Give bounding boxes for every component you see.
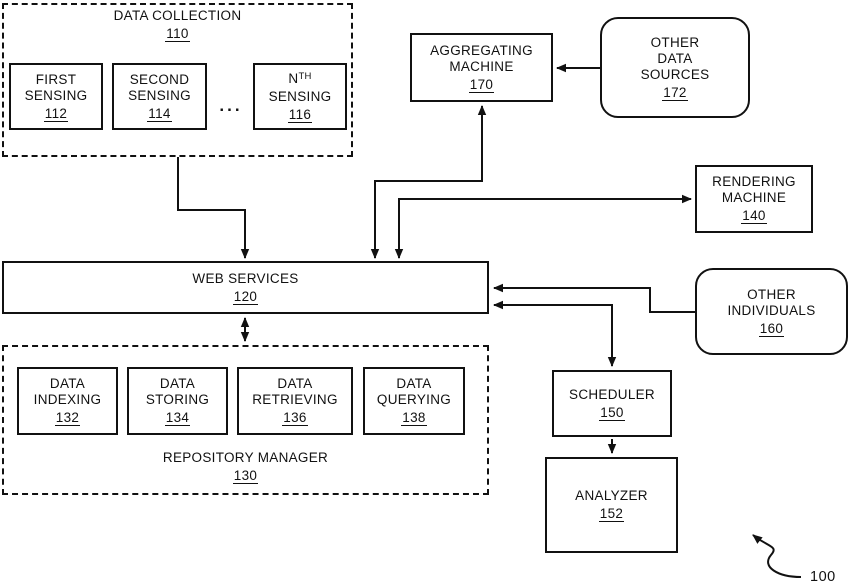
scheduler-node: SCHEDULER 150 xyxy=(552,370,672,437)
node-label-line: SENSING xyxy=(24,87,88,103)
data-indexing-node: DATA INDEXING 132 xyxy=(17,367,118,435)
node-label-line: MACHINE xyxy=(449,58,514,74)
group-label-text: DATA COLLECTION xyxy=(113,8,242,23)
node-ref-number: 170 xyxy=(468,76,495,93)
node-ref-number: 116 xyxy=(287,106,313,123)
node-label-line: OTHER xyxy=(747,286,796,302)
node-ref-number: 114 xyxy=(147,105,172,122)
node-label-line: OTHER xyxy=(650,34,700,50)
data-retrieving-node: DATA RETRIEVING 136 xyxy=(237,367,353,435)
node-label-line: RETRIEVING xyxy=(252,392,338,407)
data-collection-group-box xyxy=(2,3,353,157)
node-label-line: INDIVIDUALS xyxy=(727,302,816,318)
web-services-node: WEB SERVICES 120 xyxy=(2,261,489,314)
nth-superscript: TH xyxy=(298,70,312,82)
node-label-line: INDEXING xyxy=(33,392,102,407)
node-label-line: AGGREGATING xyxy=(430,42,533,58)
aggregating-machine-node: AGGREGATING MACHINE 170 xyxy=(410,33,553,102)
node-label-line: NTH xyxy=(288,71,311,89)
data-storing-node: DATA STORING 134 xyxy=(127,367,228,435)
other-data-sources-node: OTHER DATA SOURCES 172 xyxy=(600,17,750,118)
ellipsis-between-sensing-nodes: ... xyxy=(219,96,243,115)
nth-sensing-node: NTH SENSING 116 xyxy=(253,63,347,130)
node-label-line: MACHINE xyxy=(721,190,787,205)
node-label-line: DATA xyxy=(277,376,313,391)
node-label-line: STORING xyxy=(145,392,210,407)
node-label-line: SENSING xyxy=(128,87,191,103)
node-label-line: SOURCES xyxy=(640,66,710,82)
group-ref-number: 110 xyxy=(165,26,190,42)
repository-manager-group-box xyxy=(2,345,489,495)
group-label-text: REPOSITORY MANAGER xyxy=(162,450,329,465)
node-ref-number: 112 xyxy=(43,105,69,122)
rendering-machine-node: RENDERING MACHINE 140 xyxy=(695,165,813,233)
node-label-line: FIRST xyxy=(35,71,77,87)
node-label-line: WEB SERVICES xyxy=(192,270,299,286)
node-label-line: DATA xyxy=(49,376,86,391)
node-label-line: SCHEDULER xyxy=(569,386,655,402)
group-ref-number: 130 xyxy=(232,468,259,484)
node-ref-number: 136 xyxy=(282,410,308,426)
node-label-line: ANALYZER xyxy=(575,488,648,503)
data-collection-group-label: DATA COLLECTION 110 xyxy=(2,8,353,42)
node-label-line: DATA xyxy=(159,376,196,391)
node-ref-number: 172 xyxy=(662,84,688,101)
nth-base-text: N xyxy=(288,70,299,86)
node-ref-number: 140 xyxy=(741,208,767,224)
node-ref-number: 160 xyxy=(758,320,785,337)
node-ref-number: 150 xyxy=(599,404,625,421)
node-label-line: QUERYING xyxy=(376,392,452,407)
other-individuals-node: OTHER INDIVIDUALS 160 xyxy=(695,268,848,355)
node-label-line: DATA xyxy=(396,376,432,391)
second-sensing-node: SECOND SENSING 114 xyxy=(112,63,207,130)
node-label-line: RENDERING xyxy=(712,174,796,189)
node-ref-number: 152 xyxy=(598,506,625,522)
node-ref-number: 138 xyxy=(401,410,427,426)
first-sensing-node: FIRST SENSING 112 xyxy=(9,63,103,130)
figure-reference-label: 100 xyxy=(810,569,836,585)
node-label-line: SENSING xyxy=(268,88,332,104)
repository-manager-group-label: REPOSITORY MANAGER 130 xyxy=(2,450,489,484)
node-label-line: DATA xyxy=(657,50,693,66)
analyzer-node: ANALYZER 152 xyxy=(545,457,678,553)
node-ref-number: 134 xyxy=(164,410,191,426)
node-ref-number: 132 xyxy=(54,410,81,426)
data-querying-node: DATA QUERYING 138 xyxy=(363,367,465,435)
node-ref-number: 120 xyxy=(232,288,259,305)
node-label-line: SECOND xyxy=(129,71,190,87)
